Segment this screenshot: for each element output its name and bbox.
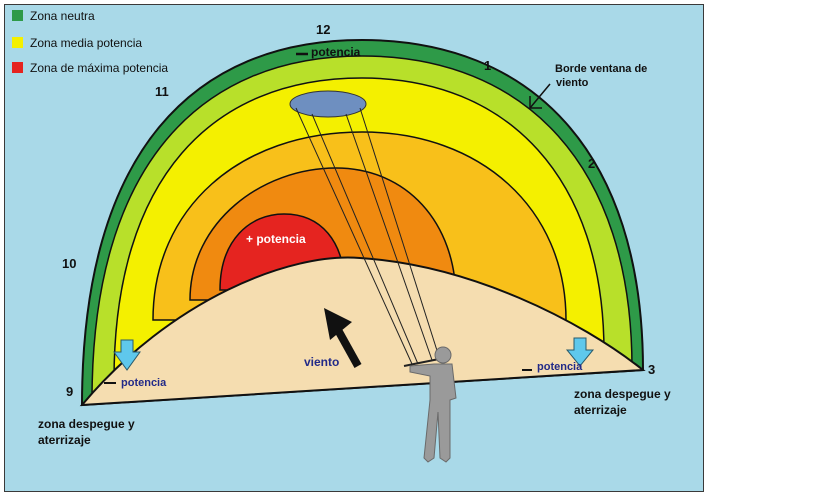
clock-label-11: 11: [155, 84, 169, 99]
legend-label-neutral: Zona neutra: [30, 9, 95, 23]
kite-line: [311, 113, 419, 365]
launch-landing-ground: [79, 256, 646, 407]
kite-line: [345, 113, 433, 361]
legend: Zona neutra Zona media potencia Zona de …: [12, 9, 168, 75]
clock-label-9: 9: [66, 384, 73, 399]
clock-label-12: 12: [316, 22, 330, 37]
down-arrow-left-icon: [113, 339, 141, 371]
edge-pointer-arrow-icon: [529, 83, 551, 109]
legend-label-max: Zona de máxima potencia: [30, 61, 168, 75]
clock-label-10: 10: [62, 256, 76, 271]
legend-swatch-max: [12, 62, 23, 73]
kiter-silhouette: [409, 346, 457, 463]
kite: [289, 90, 367, 118]
left-zone-label-line2: aterrizaje: [38, 433, 91, 447]
down-arrow-right-icon: [565, 337, 595, 367]
wind-arrow: [324, 308, 362, 368]
legend-swatch-neutral: [12, 10, 23, 21]
clock-label-3: 3: [648, 362, 655, 377]
edge-label-line1: Borde ventana de: [555, 63, 647, 75]
kite-line: [359, 107, 441, 361]
left-potencia-label: potencia: [121, 377, 167, 389]
clock-label-2: 2: [588, 156, 595, 171]
right-potencia-label: potencia: [537, 361, 583, 373]
legend-swatch-medium: [12, 37, 23, 48]
clock-label-1: 1: [484, 58, 491, 73]
max-potencia-label: + potencia: [246, 232, 306, 246]
kite-line: [295, 107, 413, 365]
right-zone-label-line2: aterrizaje: [574, 403, 627, 417]
legend-label-medium: Zona media potencia: [30, 36, 142, 50]
top-potencia-label: potencia: [311, 45, 361, 59]
edge-label-line2: viento: [556, 77, 589, 89]
right-zone-label-line1: zona despegue y: [574, 387, 671, 401]
wind-label: viento: [304, 355, 339, 369]
left-zone-label-line1: zona despegue y: [38, 417, 135, 431]
